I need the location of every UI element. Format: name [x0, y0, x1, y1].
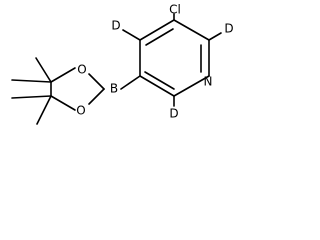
- oxygen-atom-label: O: [77, 63, 86, 77]
- dioxaborolane-ring-bonds: [50, 67, 105, 111]
- deuterium-atom-label: D: [169, 107, 178, 121]
- substituent-bonds: [120, 13, 222, 107]
- pyridine-ring-bonds: [139, 19, 210, 97]
- oxygen-atom-label: O: [76, 104, 85, 118]
- deuterium-atom-label: D: [224, 22, 233, 36]
- chlorine-atom-label: Cl: [169, 3, 181, 17]
- boron-atom-label: B: [110, 82, 118, 96]
- molecule-diagram: Cl D D N D B O O: [11, 3, 234, 125]
- nitrogen-atom-label: N: [204, 75, 213, 89]
- atom-labels: Cl D D N D B O O: [76, 3, 233, 121]
- methyl-bonds: [11, 57, 52, 125]
- deuterium-atom-label: D: [111, 19, 120, 33]
